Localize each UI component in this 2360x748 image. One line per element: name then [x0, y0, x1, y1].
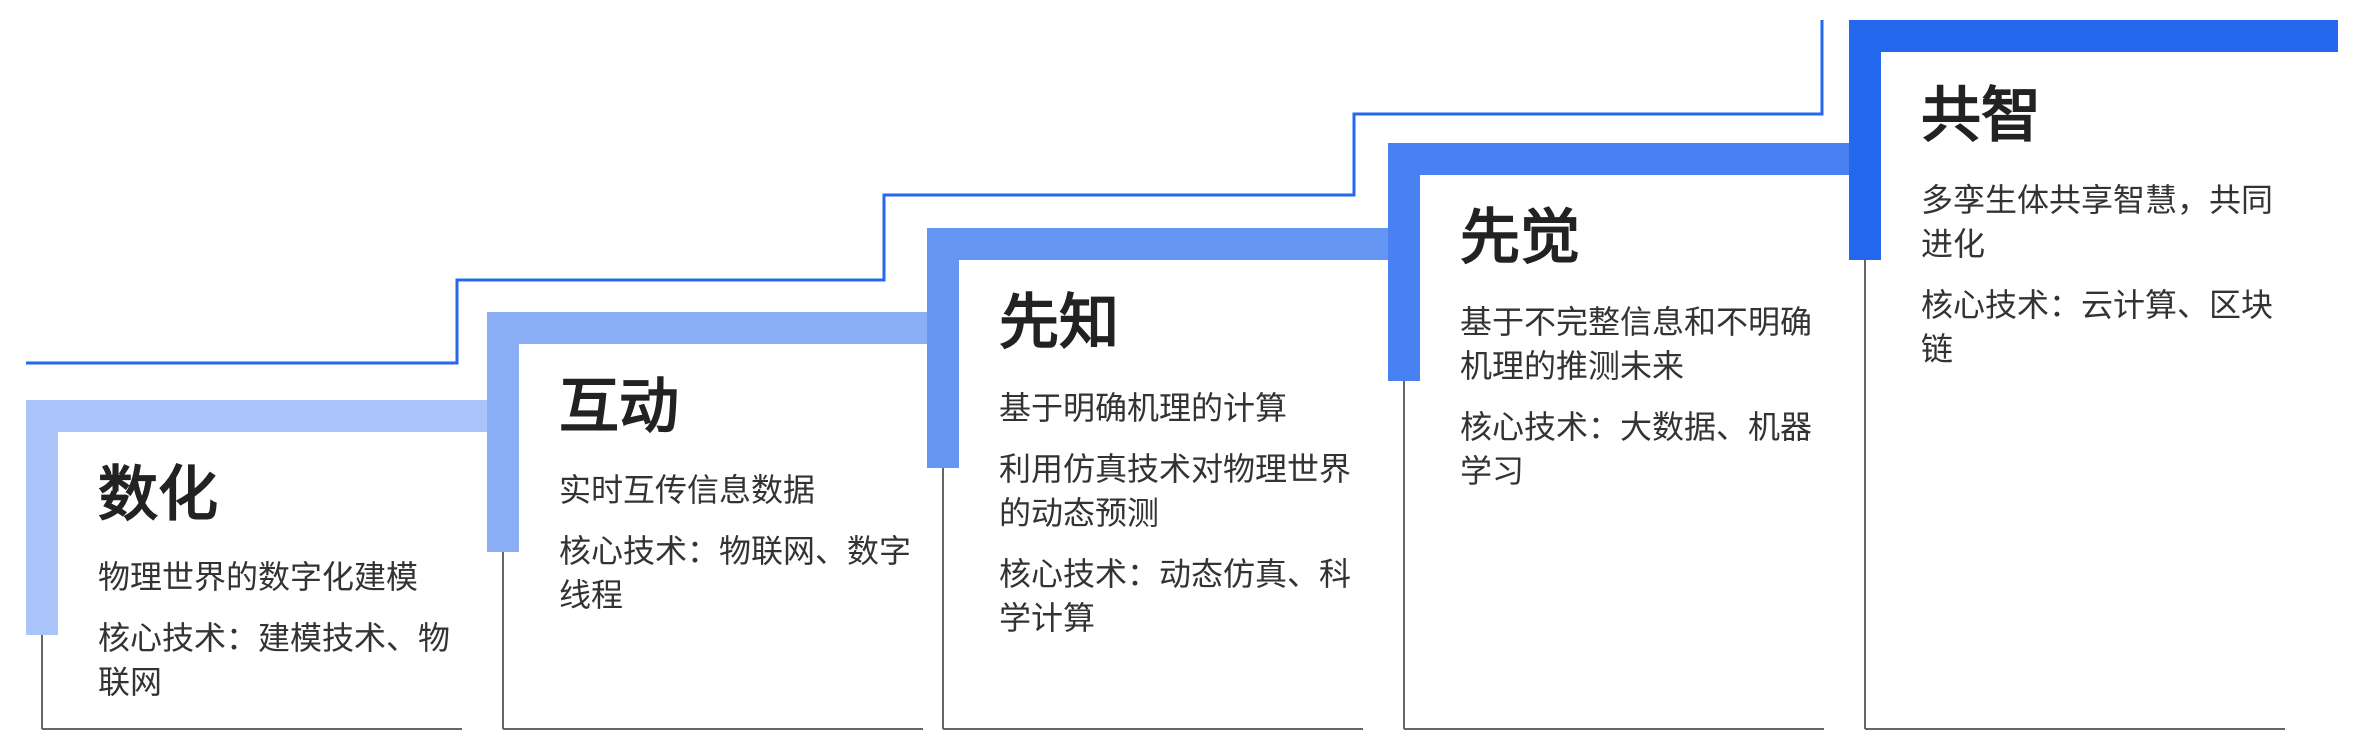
step-band-vertical — [927, 228, 959, 468]
stage-description-line: 多孪生体共享智慧，共同进化 — [1921, 181, 2274, 263]
stage-description: 多孪生体共享智慧，共同进化核心技术：云计算、区块链 — [1921, 178, 2281, 388]
stage-description: 物理世界的数字化建模核心技术：建模技术、物联网 — [98, 555, 458, 721]
step-band-horizontal — [487, 312, 927, 344]
stage-description-line: 实时互传信息数据 — [559, 471, 816, 509]
step-band-horizontal — [26, 400, 487, 432]
stage-title: 共智 — [1921, 81, 2041, 151]
step-band-vertical — [1388, 143, 1420, 381]
core-tech-text: 核心技术：物联网、数字线程 — [559, 532, 912, 614]
stage-description-line: 物理世界的数字化建模 — [98, 558, 419, 596]
stage-description: 实时互传信息数据核心技术：物联网、数字线程 — [559, 468, 919, 634]
stage-title: 先知 — [999, 288, 1119, 358]
step-band-horizontal — [1388, 143, 1849, 175]
step-band-vertical — [26, 400, 58, 635]
stage-description-line: 基于明确机理的计算 — [999, 389, 1288, 427]
stage-description: 基于明确机理的计算利用仿真技术对物理世界的动态预测核心技术：动态仿真、科学计算 — [999, 386, 1359, 657]
step-band-vertical — [487, 312, 519, 552]
step-band-vertical — [1849, 20, 1881, 260]
step-band-horizontal — [927, 228, 1388, 260]
core-tech-text: 核心技术：建模技术、物联网 — [98, 619, 451, 701]
stage-description: 基于不完整信息和不明确机理的推测未来核心技术：大数据、机器学习 — [1460, 300, 1820, 510]
stage-description-line: 利用仿真技术对物理世界的动态预测 — [999, 450, 1352, 532]
staircase-line — [26, 20, 1824, 365]
stage-title: 先觉 — [1460, 203, 1580, 273]
step-band-horizontal — [1849, 20, 2338, 52]
stage-title: 数化 — [98, 460, 218, 530]
stage-title: 互动 — [559, 372, 679, 442]
core-tech-text: 核心技术：大数据、机器学习 — [1460, 408, 1813, 490]
core-tech-text: 核心技术：动态仿真、科学计算 — [999, 555, 1352, 637]
core-tech-text: 核心技术：云计算、区块链 — [1921, 286, 2274, 368]
stage-description-line: 基于不完整信息和不明确机理的推测未来 — [1460, 303, 1813, 385]
